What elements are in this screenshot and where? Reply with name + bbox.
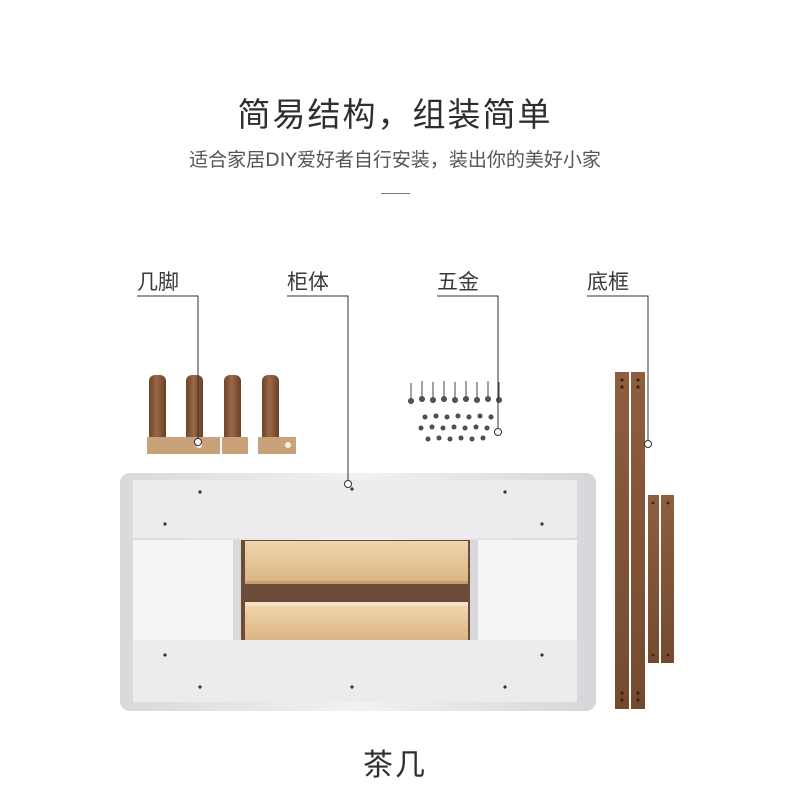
label-hardware: 五金 bbox=[437, 270, 479, 294]
label-legs: 几脚 bbox=[137, 270, 179, 294]
divider bbox=[381, 193, 410, 194]
label-base-frame: 底框 bbox=[587, 270, 629, 294]
leg bbox=[222, 375, 248, 454]
leg bbox=[258, 375, 296, 454]
label-cabinet: 柜体 bbox=[287, 270, 329, 294]
leader-lines bbox=[137, 295, 649, 482]
leader-dots bbox=[194, 428, 652, 488]
headline: 简易结构，组装简单 bbox=[237, 95, 553, 134]
base-frame-group bbox=[615, 372, 674, 709]
leg bbox=[147, 375, 169, 454]
legs-group bbox=[147, 375, 296, 454]
subheadline: 适合家居DIY爱好者自行安装，装出你的美好小家 bbox=[189, 149, 601, 171]
hardware-group bbox=[408, 381, 502, 442]
product-caption: 茶几 bbox=[363, 748, 427, 783]
cabinet-group bbox=[120, 473, 596, 711]
leg bbox=[168, 375, 220, 454]
